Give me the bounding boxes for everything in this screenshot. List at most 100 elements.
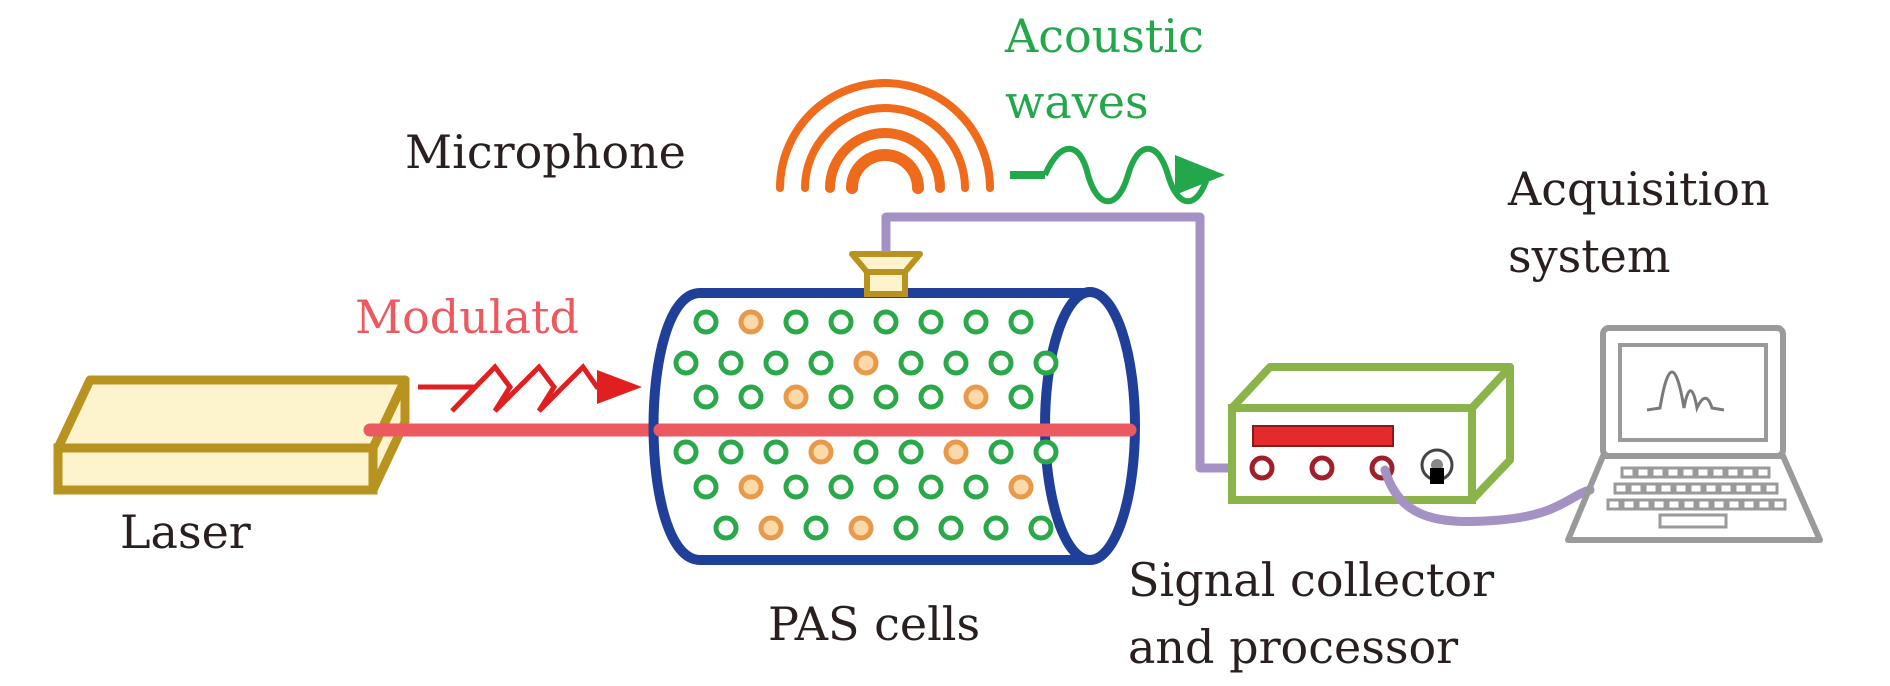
keyboard-key <box>1680 466 1696 479</box>
keyboard-key <box>1651 498 1667 511</box>
gas-molecule <box>783 309 809 335</box>
acoustic-label-line2: waves <box>1005 75 1149 129</box>
gas-molecule <box>873 309 899 335</box>
keyboard-key <box>1718 482 1734 495</box>
laser-icon <box>53 375 410 495</box>
gas-molecule <box>963 309 989 335</box>
absorbing-molecule <box>853 350 879 376</box>
gas-molecule <box>938 515 964 541</box>
absorbing-molecule <box>848 515 874 541</box>
keyboard-key <box>1741 498 1757 511</box>
keyboard-key <box>1726 498 1742 511</box>
gas-molecule <box>918 474 944 500</box>
acoustic-wave-arrow <box>1010 145 1225 205</box>
keyboard-key <box>1636 498 1652 511</box>
gas-molecule <box>718 439 744 465</box>
keyboard-key <box>1666 498 1682 511</box>
keyboard-key <box>1695 466 1711 479</box>
keyboard-key <box>1650 466 1666 479</box>
gas-molecule <box>693 474 719 500</box>
acquisition-label-line1: Acquisition <box>1507 162 1770 216</box>
gas-molecule <box>763 439 789 465</box>
gas-molecule <box>1008 309 1034 335</box>
keyboard-key <box>1635 466 1651 479</box>
gas-molecule <box>783 474 809 500</box>
gas-molecule <box>983 515 1009 541</box>
keyboard-key <box>1725 466 1741 479</box>
keyboard-key <box>1620 466 1636 479</box>
absorbing-molecule <box>1008 474 1034 500</box>
keyboard-key <box>1658 482 1674 495</box>
keyboard-key <box>1621 498 1637 511</box>
gas-molecule <box>898 439 924 465</box>
microphone-label: Microphone <box>405 125 686 179</box>
gas-molecule <box>828 309 854 335</box>
modulated-arrow <box>418 363 642 413</box>
gas-molecule <box>918 309 944 335</box>
gas-molecule <box>713 515 739 541</box>
processor-knob-2 <box>1309 455 1335 481</box>
pas-cells-label: PAS cells <box>768 597 980 651</box>
gas-molecule <box>763 350 789 376</box>
gas-molecule <box>828 474 854 500</box>
keyboard-key <box>1606 498 1622 511</box>
gas-molecule <box>963 474 989 500</box>
gas-molecule <box>1033 439 1059 465</box>
signal-label-line1: Signal collector <box>1128 553 1494 607</box>
processor-laptop-cable <box>1380 465 1595 526</box>
signal-label-line2: and processor <box>1128 620 1458 674</box>
absorbing-molecule <box>963 384 989 410</box>
absorbing-molecule <box>808 439 834 465</box>
keyboard-key <box>1711 498 1727 511</box>
absorbing-molecule <box>738 309 764 335</box>
processor-knob-1 <box>1249 455 1275 481</box>
gas-molecule <box>1033 350 1059 376</box>
gas-molecule <box>918 384 944 410</box>
keyboard-key <box>1665 466 1681 479</box>
gas-molecule <box>738 384 764 410</box>
gas-molecule <box>853 439 879 465</box>
gas-molecule <box>828 384 854 410</box>
laptop-icon <box>1565 325 1823 543</box>
absorbing-molecule <box>738 474 764 500</box>
gas-molecules <box>673 309 1059 541</box>
gas-molecule <box>718 350 744 376</box>
keyboard-key <box>1771 498 1787 511</box>
gas-molecule <box>693 384 719 410</box>
keyboard-key <box>1613 482 1629 495</box>
keyboard-key <box>1755 466 1771 479</box>
gas-molecule <box>873 474 899 500</box>
keyboard <box>1606 466 1787 511</box>
acoustic-label-line1: Acoustic <box>1004 9 1204 63</box>
gas-molecule <box>808 350 834 376</box>
keyboard-key <box>1756 498 1772 511</box>
gas-molecule <box>673 439 699 465</box>
gas-molecule <box>898 350 924 376</box>
gas-molecule <box>1028 515 1054 541</box>
keyboard-key <box>1733 482 1749 495</box>
microphone-icon <box>776 79 994 194</box>
microphone-mount <box>849 251 923 297</box>
keyboard-key <box>1763 482 1779 495</box>
keyboard-key <box>1748 482 1764 495</box>
gas-molecule <box>1008 384 1034 410</box>
keyboard-key <box>1681 498 1697 511</box>
absorbing-molecule <box>943 439 969 465</box>
processor-display <box>1252 425 1394 447</box>
acquisition-label-line2: system <box>1508 229 1671 283</box>
keyboard-key <box>1696 498 1712 511</box>
gas-molecule <box>988 350 1014 376</box>
modulated-label: Modulatd <box>355 290 579 344</box>
gas-molecule <box>988 439 1014 465</box>
gas-molecule <box>673 350 699 376</box>
microphone-cable <box>881 212 1260 473</box>
gas-molecule <box>693 309 719 335</box>
keyboard-key <box>1673 482 1689 495</box>
signal-processor-icon <box>1228 363 1514 504</box>
keyboard-key <box>1703 482 1719 495</box>
keyboard-key <box>1740 466 1756 479</box>
gas-molecule <box>803 515 829 541</box>
absorbing-molecule <box>758 515 784 541</box>
absorbing-molecule <box>783 384 809 410</box>
keyboard-key <box>1643 482 1659 495</box>
